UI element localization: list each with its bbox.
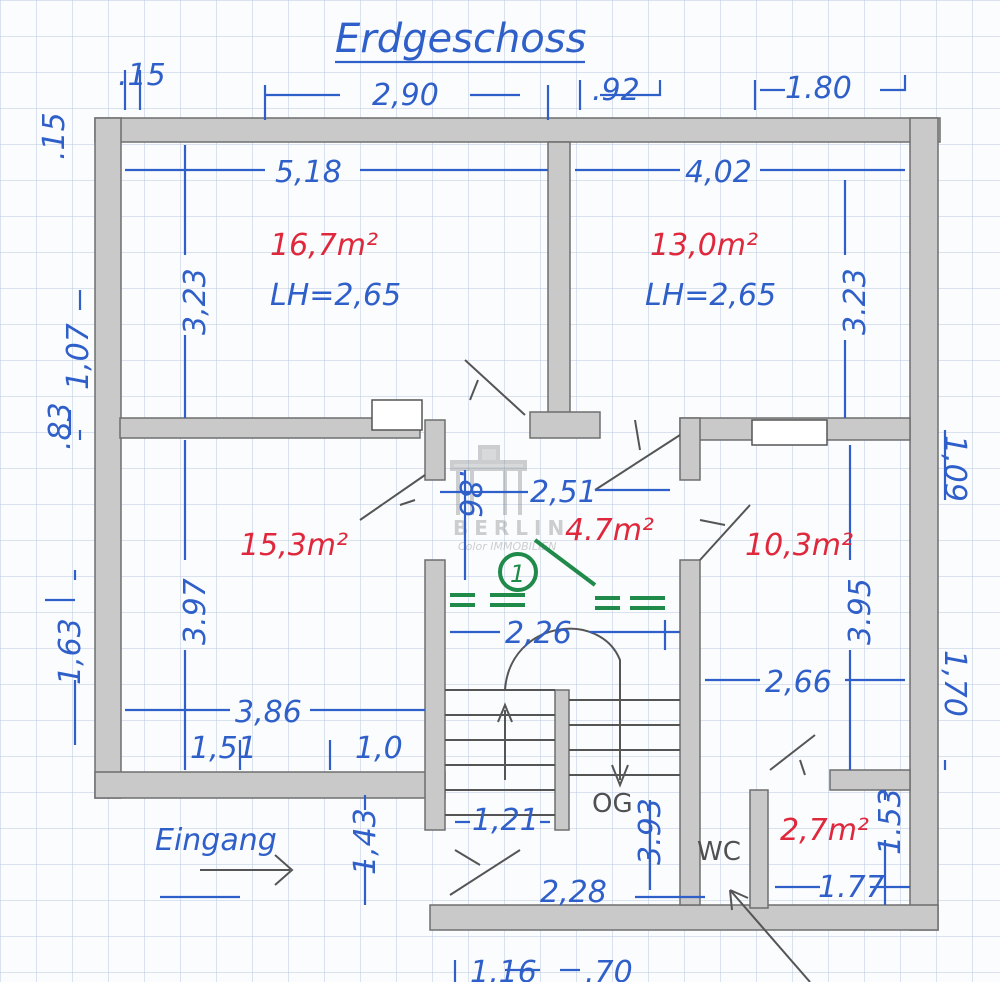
room-height: LH=2,65 bbox=[645, 278, 776, 313]
dim-label: 3.95 bbox=[843, 578, 878, 645]
room-area: 13,0m² bbox=[650, 228, 758, 263]
dimension-labels: .15 2,90 .92 1.80 .15 5,18 4,02 3,23 3.2… bbox=[37, 58, 972, 982]
wc-label: WC bbox=[697, 837, 741, 867]
dim-label: .92 bbox=[592, 73, 640, 108]
dim-label: 1,70 bbox=[937, 650, 972, 717]
room-1-marker bbox=[450, 538, 665, 610]
dim-label: 1,16 bbox=[470, 955, 537, 982]
room-area: 16,7m² bbox=[270, 228, 378, 263]
dim-label: 3.23 bbox=[838, 268, 873, 335]
entrance-label: Eingang bbox=[155, 823, 277, 858]
dim-label: 2,51 bbox=[530, 475, 597, 510]
doors bbox=[200, 359, 816, 982]
dim-label: 3,23 bbox=[178, 268, 213, 335]
dim-label: 5,18 bbox=[275, 155, 342, 190]
room-area: 4.7m² bbox=[565, 513, 654, 548]
dimension-lines bbox=[45, 70, 947, 982]
watermark-subtext: Color IMMOBILIEN bbox=[458, 540, 556, 553]
room-area: 2,7m² bbox=[780, 813, 869, 848]
dim-label: .15 bbox=[118, 58, 166, 93]
dim-label: .70 bbox=[585, 955, 633, 982]
room-labels: 16,7m² LH=2,65 13,0m² LH=2,65 15,3m² 4.7… bbox=[155, 228, 869, 867]
room-marker: 1 bbox=[510, 560, 525, 588]
dim-label: 1,0 bbox=[355, 731, 403, 766]
dim-label: 2,26 bbox=[505, 616, 572, 651]
watermark-text: BERLIN bbox=[453, 516, 570, 540]
dim-label: 3,86 bbox=[235, 695, 302, 730]
dim-label: .83 bbox=[43, 402, 78, 450]
dim-label: 1,07 bbox=[61, 323, 96, 390]
dim-label: 3.93 bbox=[633, 798, 668, 865]
dim-label: 2,28 bbox=[540, 875, 607, 910]
walls bbox=[94, 117, 941, 931]
dim-label: 3.97 bbox=[178, 578, 213, 645]
plan-title: Erdgeschoss bbox=[335, 16, 586, 62]
dim-label: 1,63 bbox=[53, 618, 88, 685]
dim-label: 4,02 bbox=[685, 155, 752, 190]
dim-label: 1,43 bbox=[348, 808, 383, 875]
room-height: LH=2,65 bbox=[270, 278, 401, 313]
dim-label: 1.77 bbox=[818, 870, 885, 905]
dim-label: 1.80 bbox=[785, 71, 852, 106]
dim-label: 2,90 bbox=[372, 78, 439, 113]
dim-label: 1.53 bbox=[873, 788, 908, 855]
dim-label: 1,21 bbox=[472, 803, 539, 838]
dim-label: .15 bbox=[37, 112, 72, 160]
room-area: 10,3m² bbox=[745, 528, 853, 563]
room-area: 15,3m² bbox=[240, 528, 348, 563]
dim-label: 1,09 bbox=[937, 435, 972, 502]
dim-label: 2,66 bbox=[765, 665, 832, 700]
dim-label: .86 bbox=[452, 470, 487, 518]
dim-label: 1,51 bbox=[190, 731, 257, 766]
stairs bbox=[445, 627, 680, 816]
upstairs-label: OG bbox=[592, 789, 633, 819]
